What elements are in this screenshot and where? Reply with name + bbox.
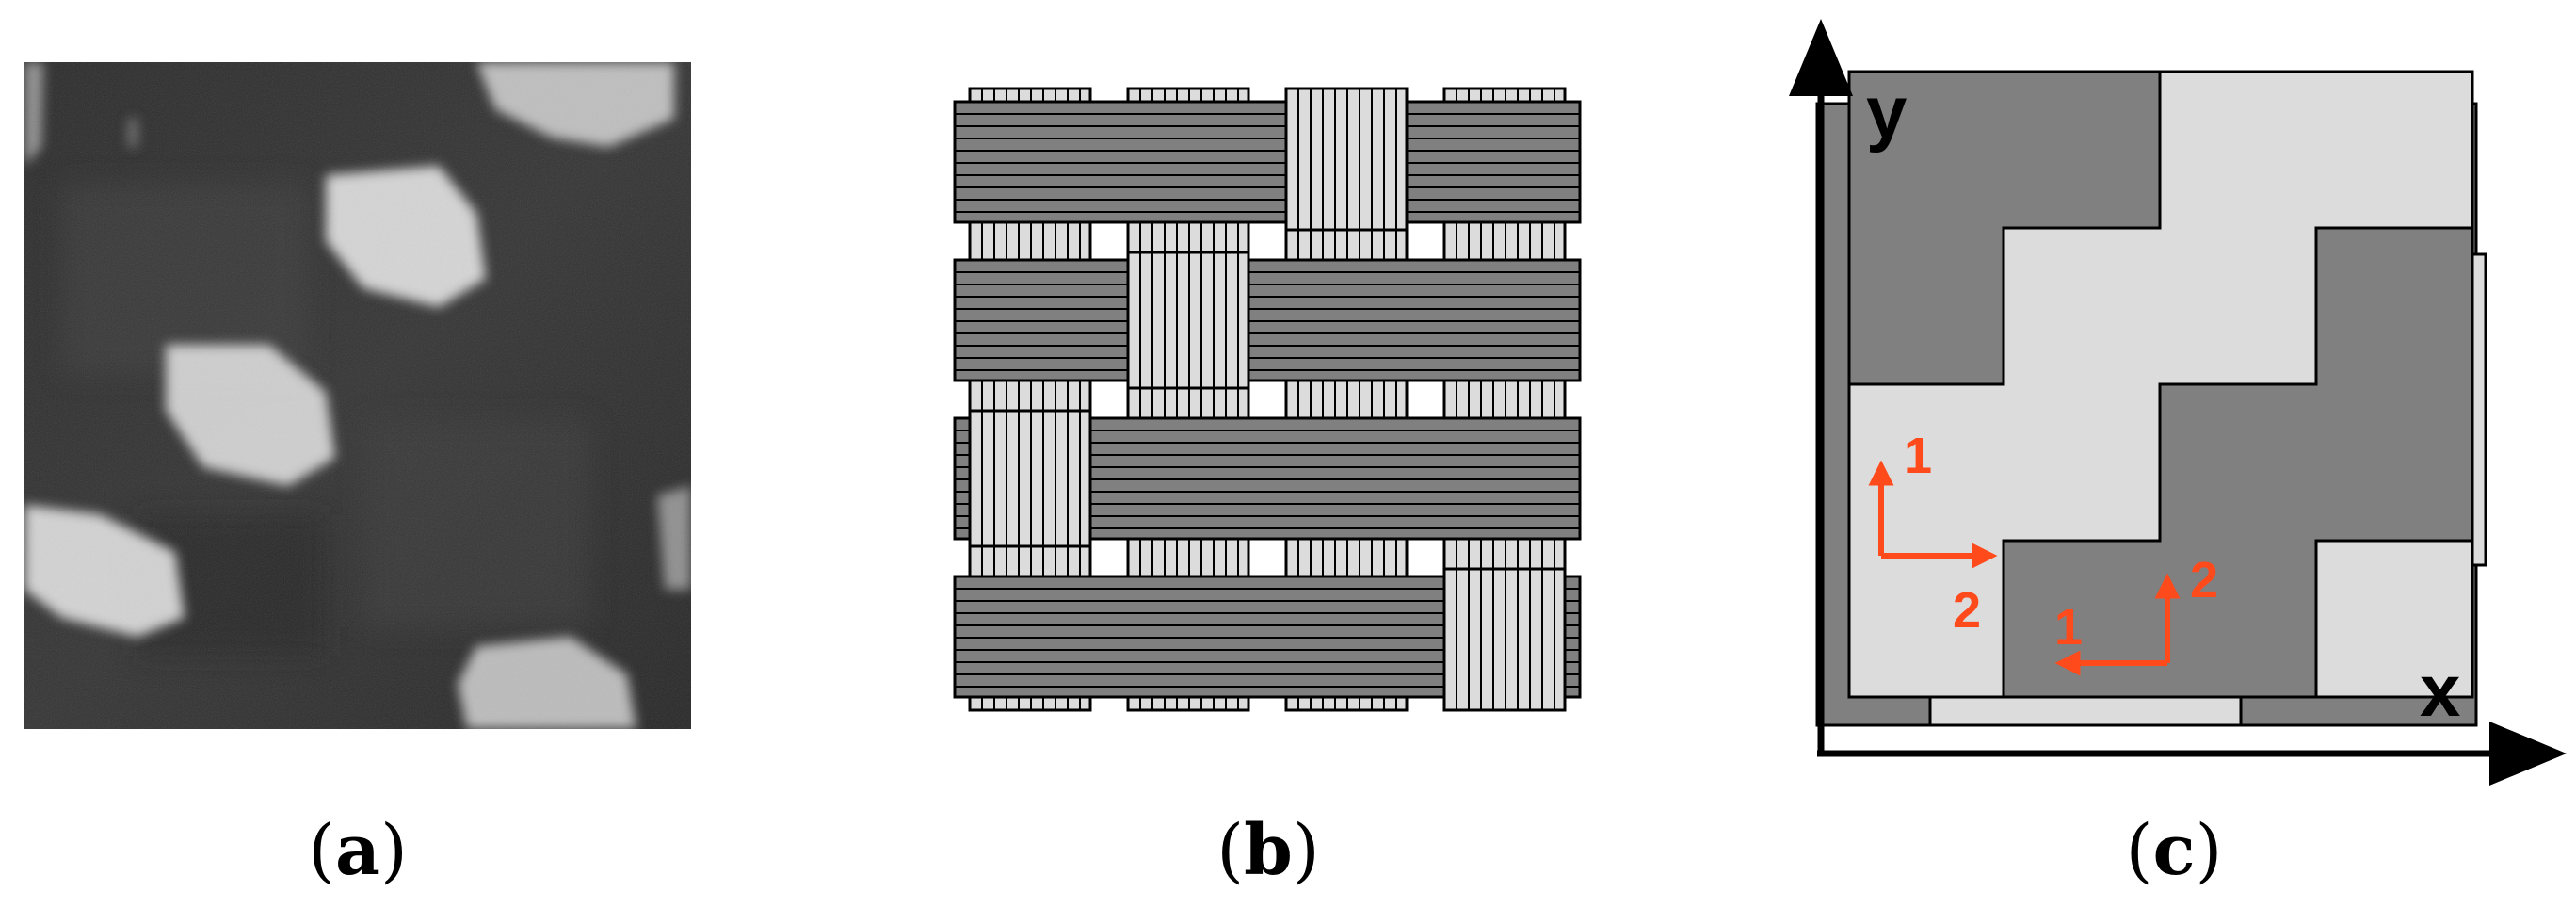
caption-c: (c) bbox=[2125, 810, 2223, 891]
left-arrow-up-label: 1 bbox=[1904, 428, 1932, 484]
y-axis-label: y bbox=[1866, 71, 1907, 154]
right-arrow-left-label: 1 bbox=[2054, 599, 2083, 656]
unit-cell-squares bbox=[1847, 70, 2474, 699]
axes bbox=[1817, 96, 2503, 757]
y-axis-arrow-icon bbox=[1789, 19, 1853, 96]
left-arrow-right-label: 2 bbox=[1953, 582, 1981, 639]
x-axis-arrow-icon bbox=[2489, 722, 2567, 786]
weave-diagram bbox=[951, 85, 1584, 714]
right-arrow-up-label: 2 bbox=[2190, 552, 2218, 608]
caption-b: (b) bbox=[1216, 810, 1320, 891]
local-axes-left bbox=[1868, 460, 1998, 569]
x-axis-label: x bbox=[2420, 649, 2460, 732]
micrograph-image bbox=[24, 62, 691, 729]
local-axes-right bbox=[2054, 573, 2181, 676]
caption-a: (a) bbox=[308, 810, 408, 891]
unit-cell-diagram: y x 1 2 1 2 bbox=[1779, 9, 2576, 791]
